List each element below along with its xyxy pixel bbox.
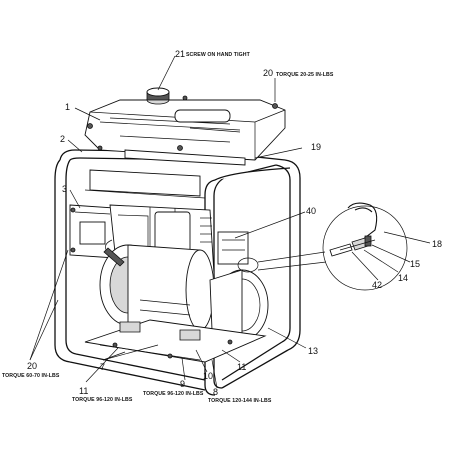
callout-11: 11 (237, 362, 246, 372)
svg-text:TORQUE 96-120 IN-LBS: TORQUE 96-120 IN-LBS (143, 391, 204, 397)
callout-2: 2 (60, 134, 65, 144)
callout-1: 1 (65, 102, 70, 112)
callout-40: 40 (306, 206, 316, 216)
svg-text:9: 9 (180, 379, 185, 389)
fuel-line-detail (237, 202, 408, 291)
callout-15: 15 (410, 259, 420, 269)
svg-text:TORQUE 96-120 IN-LBS: TORQUE 96-120 IN-LBS (72, 397, 133, 403)
callout-7: 7 (100, 362, 105, 372)
fuel-tank (84, 87, 286, 161)
callout-20-bottom: 20 TORQUE 60-70 IN-LBS (2, 361, 60, 379)
alternator (99, 239, 215, 331)
callout-42: 42 (372, 280, 382, 290)
callout-21: 21 SCREW ON HAND TIGHT (175, 49, 251, 59)
tank-bracket (84, 149, 246, 199)
callout-10: 10 (203, 371, 213, 381)
callout-11-torque: 11 TORQUE 96-120 IN-LBS (72, 386, 133, 403)
control-panel (69, 204, 116, 259)
svg-text:20: 20 (263, 68, 273, 78)
callout-18: 18 (432, 239, 442, 249)
leader-lines (29, 55, 431, 389)
svg-text:SCREW ON HAND TIGHT: SCREW ON HAND TIGHT (186, 52, 251, 58)
callout-labels: 21 SCREW ON HAND TIGHT 20 TORQUE 20-25 I… (2, 49, 442, 404)
callout-8: 8 TORQUE 120-144 IN-LBS (208, 387, 272, 404)
svg-text:TORQUE 20-25 IN-LBS: TORQUE 20-25 IN-LBS (276, 72, 334, 78)
callout-9: 9 TORQUE 96-120 IN-LBS (143, 379, 204, 397)
svg-text:11: 11 (79, 386, 88, 396)
callout-13: 13 (308, 346, 318, 356)
svg-text:20: 20 (27, 361, 37, 371)
callout-3: 3 (62, 184, 67, 194)
callout-19: 19 (311, 142, 321, 152)
svg-text:TORQUE 120-144 IN-LBS: TORQUE 120-144 IN-LBS (208, 398, 272, 404)
svg-text:21: 21 (175, 49, 185, 59)
callout-20-top: 20 TORQUE 20-25 IN-LBS (263, 68, 334, 78)
base-plate (84, 319, 267, 363)
svg-text:8: 8 (213, 387, 218, 397)
callout-14: 14 (398, 273, 408, 283)
svg-text:TORQUE 60-70 IN-LBS: TORQUE 60-70 IN-LBS (2, 373, 60, 379)
recoil-starter (209, 231, 269, 341)
